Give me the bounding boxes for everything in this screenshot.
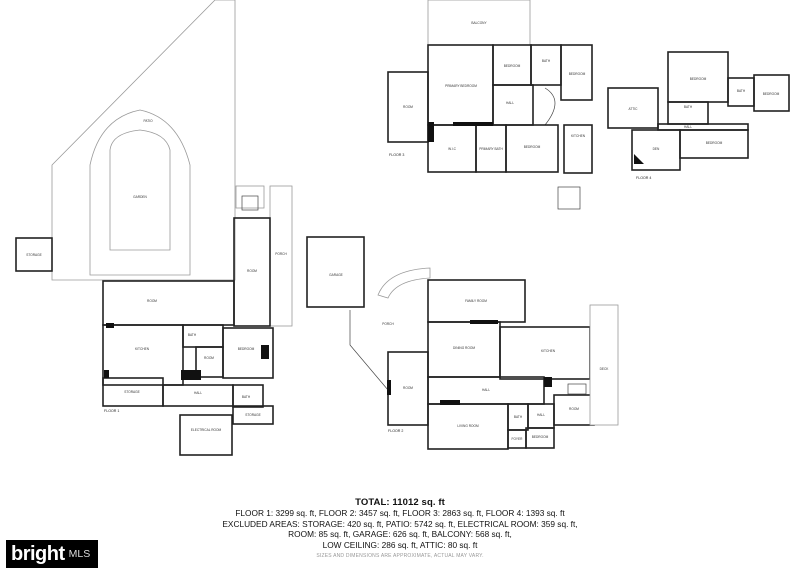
hall-f4 [657,123,749,131]
floor-areas-line: FLOOR 1: 3299 sq. ft, FLOOR 2: 3457 sq. … [235,508,565,518]
hall-f2-label: HALL [482,388,490,392]
bath-f1b-label: BATH [242,395,251,399]
storage-f1b-label: STORAGE [245,413,261,417]
disclaimer: SIZES AND DIMENSIONS ARE APPROXIMATE, AC… [316,553,484,559]
floor-1-plan: PATIO GARDEN STORAGE PORCH ROOM ROOM KIT… [15,0,293,456]
bedroom-f3c-label: BEDROOM [524,145,541,149]
floor-3-label: FLOOR 3 [389,153,404,157]
bedroom-f2-label: BEDROOM [532,435,549,439]
room-mid-label: ROOM [204,356,214,360]
bedroom-f3c [505,124,559,173]
excluded-areas-line-2: ROOM: 85 sq. ft, GARAGE: 626 sq. ft, BAL… [288,529,512,539]
porch-area [269,185,293,327]
floor-3-plan: BALCONY ROOM PRIMARY BEDROOM BEDROOM BAT… [387,0,593,210]
bedroom-f4b-label: BEDROOM [763,92,780,96]
kitchen-f3 [563,124,593,174]
living-room-label: LIVING ROOM [457,424,479,428]
bath-f4b-label: BATH [684,105,693,109]
garage [306,236,365,308]
excluded-areas-line-3: LOW CEILING: 286 sq. ft, ATTIC: 80 sq. f… [322,539,478,550]
balcony [427,0,531,46]
dining-room-label: DINING ROOM [453,346,475,350]
storage-left-label: STORAGE [26,253,42,257]
attic-f4-label: ATTIC [629,107,639,111]
bedroom-f3b [560,44,593,101]
floor-2-plan: GARAGE PORCH FAMILY ROOM DINING ROOM KIT… [306,236,619,450]
room-right [233,217,271,327]
attic-f4 [607,87,659,129]
room-top [102,280,235,326]
wic-f3-label: W.I.C [448,147,456,151]
deck-f2 [589,304,619,426]
deck-area [235,185,265,209]
floor-4-plan: ATTIC BEDROOM BATH BEDROOM BATH HALL DEN… [607,51,790,180]
total-area-title: TOTAL: 11012 sq. ft [355,497,445,508]
bedroom-f1-label: BEDROOM [238,347,255,351]
storage-f1b [232,405,274,425]
bath-f1-label: BATH [188,333,197,337]
bright-mls-logo: bright MLS [6,540,98,568]
storage-f1-label: STORAGE [124,390,140,394]
bedroom-f4b [753,74,790,112]
floor-4-label: FLOOR 4 [636,176,651,180]
bath-f2-label: BATH [514,415,523,419]
excluded-areas-line: EXCLUDED AREAS: STORAGE: 420 sq. ft, PAT… [222,518,578,529]
logo-wordmark: bright [11,542,65,565]
bedroom-f4a-label: BEDROOM [690,77,707,81]
hall-f2b-label: HALL [537,413,545,417]
hall-f3-label: HALL [506,101,514,105]
walkway-curve [377,267,431,299]
kitchen-f1-label: KITCHEN [135,347,150,351]
kitchen-f2-label: KITCHEN [541,349,556,353]
porch-label: PORCH [275,252,287,256]
electrical-room-label: ELECTRICAL ROOM [191,428,222,432]
room-f3-left-label: ROOM [403,105,413,109]
family-room-label: FAMILY ROOM [465,299,487,303]
bath-f4-label: BATH [737,89,746,93]
hall-f3 [492,84,534,126]
bath-f3 [530,44,562,86]
room-right-label: ROOM [247,269,257,273]
electrical-room [179,414,233,456]
room-f2-left-label: ROOM [403,386,413,390]
room-f2-right-label: ROOM [569,407,579,411]
kitchen-f2 [499,326,591,380]
bedroom-f4c-label: BEDROOM [706,141,723,145]
patio-label: PATIO [143,119,153,123]
bedroom-f3b-label: BEDROOM [569,72,586,76]
bedroom-f4c [679,129,749,159]
porch-f2-label: PORCH [382,322,394,326]
floor-1-label: FLOOR 1 [104,409,119,413]
bath-f1b [232,384,264,408]
hall-f1-label: HALL [194,391,202,395]
area-summary: TOTAL: 11012 sq. ft FLOOR 1: 3299 sq. ft… [0,497,800,559]
hall-f4-label: HALL [684,125,692,129]
primary-bedroom-label: PRIMARY BEDROOM [445,84,477,88]
storage-left [15,237,53,272]
bath-f3-label: BATH [542,59,551,63]
bedroom-f2 [525,427,555,449]
garden-area [109,129,171,251]
logo-suffix: MLS [68,548,91,560]
balcony-label: BALCONY [471,21,487,25]
room-mid [195,346,224,378]
garage-label: GARAGE [329,273,343,277]
stairs-deck [241,195,259,211]
den-f4-label: DEN [653,147,660,151]
floor-plan-drawing: PATIO GARDEN STORAGE PORCH ROOM ROOM KIT… [15,0,790,456]
foyer-f2-label: FOYER [512,437,524,441]
hall-f1 [162,384,234,407]
kitchen-f1 [102,324,184,386]
room-top-label: ROOM [147,299,157,303]
kitchen-f3-label: KITCHEN [571,134,586,138]
bedroom-f3a-label: BEDROOM [504,64,521,68]
deck-f2-label: DECK [600,367,610,371]
floor-2-label: FLOOR 2 [388,429,403,433]
primary-bath-label: PRIMARY BATH [479,147,503,151]
garden-label: GARDEN [133,195,147,199]
